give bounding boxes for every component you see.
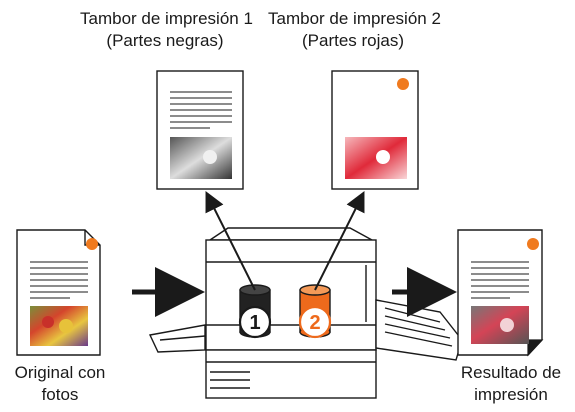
drum-1-label: Tambor de impresión 1 (Partes negras) <box>80 8 253 52</box>
drum-1-title: Tambor de impresión 1 <box>80 9 253 28</box>
original-label: Original con fotos <box>0 362 120 406</box>
printer-body <box>205 239 377 351</box>
sheet-black-parts <box>156 70 244 190</box>
result-label: Resultado de impresión <box>448 362 574 406</box>
drum-1-subtitle: (Partes negras) <box>106 31 224 50</box>
color-dot-icon <box>527 238 539 250</box>
drum-2 <box>298 284 332 339</box>
printer-stand <box>205 349 377 399</box>
printed-result <box>457 229 544 357</box>
result-label-line1: Resultado de <box>448 362 574 384</box>
printer-machine <box>148 227 463 399</box>
drum1-to-sheet-arrow <box>205 191 256 291</box>
result-label-line2: impresión <box>474 385 548 404</box>
color-dot-icon <box>86 238 98 250</box>
original-document <box>16 229 101 356</box>
drum-2-subtitle: (Partes rojas) <box>301 31 405 50</box>
drum-2-number: 2 <box>309 312 320 334</box>
drum-2-label: Tambor de impresión 2 (Partes rojas) <box>268 8 441 52</box>
drum-2-title: Tambor de impresión 2 <box>268 9 441 28</box>
original-label-line1: Original con <box>14 363 106 382</box>
result-label-line1a: Resultado <box>460 363 538 382</box>
drum-1 <box>238 284 272 339</box>
color-dot-icon <box>397 78 409 90</box>
original-label-line2: fotos <box>41 385 79 404</box>
drum-1-number: 1 <box>249 312 260 334</box>
result-label-line1b: de <box>542 363 562 382</box>
printer-top <box>207 227 373 241</box>
sheet-red-parts <box>331 70 419 190</box>
drum2-to-sheet-arrow <box>314 191 365 291</box>
